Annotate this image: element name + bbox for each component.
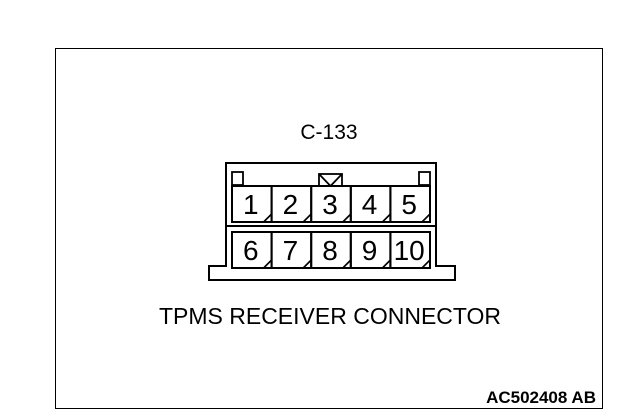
- pin-cell-outline: [389, 231, 431, 269]
- terminal-chamfer: [302, 259, 312, 269]
- pin-number-label: 10: [394, 235, 425, 266]
- pin-number-label: 6: [243, 235, 259, 266]
- terminal-chamfer: [342, 259, 352, 269]
- pin-cell-8: 8: [310, 231, 352, 269]
- connector-caption: TPMS RECEIVER CONNECTOR: [159, 303, 501, 329]
- pin-number-label: 1: [243, 189, 259, 220]
- terminal-chamfer: [263, 259, 273, 269]
- connector-id-label: C-133: [300, 121, 357, 144]
- pin-number-label: 7: [283, 235, 299, 266]
- terminal-chamfer: [342, 213, 352, 223]
- pin-number-label: 8: [322, 235, 338, 266]
- pin-cell-outline: [389, 185, 431, 223]
- terminal-chamfer: [381, 213, 391, 223]
- connector-latch-tab: [318, 173, 343, 187]
- pin-cell-9: 9: [349, 231, 392, 269]
- pin-number-label: 3: [322, 189, 338, 220]
- pin-number-label: 5: [401, 189, 417, 220]
- pin-number-label: 9: [362, 235, 378, 266]
- pin-cell-1: 1: [231, 185, 273, 223]
- terminal-chamfer: [421, 259, 431, 269]
- pin-number-label: 4: [362, 189, 378, 220]
- pin-cell-7: 7: [270, 231, 313, 269]
- pin-cell-5: 5: [389, 185, 431, 223]
- pin-cell-10: 10: [389, 231, 431, 269]
- terminal-chamfer: [302, 213, 312, 223]
- pin-cell-6: 6: [231, 231, 273, 269]
- housing-corner-key-right: [418, 171, 431, 186]
- pin-number-label: 2: [283, 189, 299, 220]
- terminal-chamfer: [263, 213, 273, 223]
- terminal-chamfer: [381, 259, 391, 269]
- diagram-frame: [55, 48, 603, 409]
- housing-corner-key-left: [231, 171, 244, 186]
- connector-housing: [208, 162, 456, 281]
- pin-cell-4: 4: [349, 185, 392, 223]
- figure-code: AC502408 AB: [486, 388, 596, 407]
- pin-cell-3: 3: [310, 185, 352, 223]
- terminal-chamfer: [421, 213, 431, 223]
- pin-cell-2: 2: [270, 185, 313, 223]
